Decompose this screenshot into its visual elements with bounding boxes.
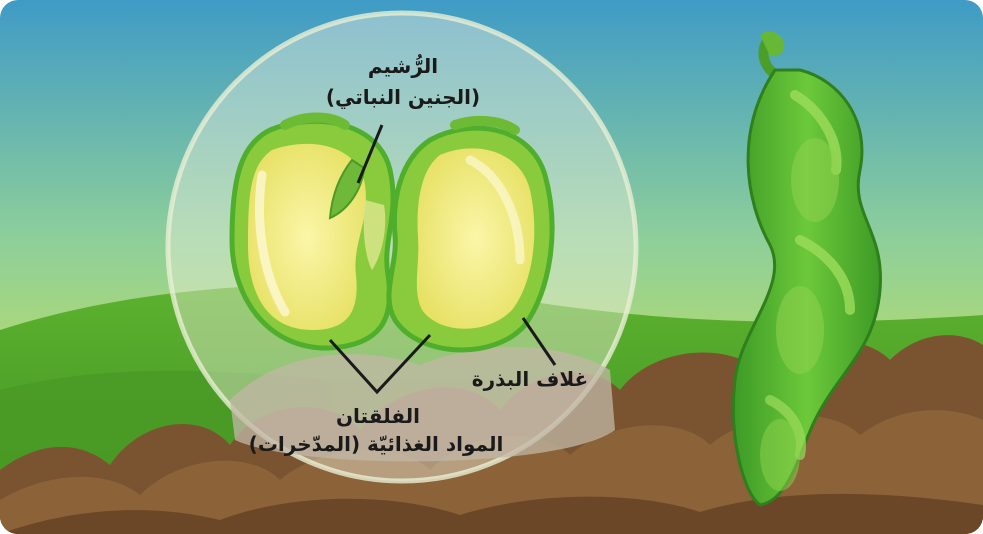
cotyledons-subtitle: المواد الغذائيّة (المدّخرات) bbox=[249, 432, 504, 456]
right-cotyledon bbox=[389, 121, 552, 350]
embryo-subtitle: (الجنين النباتي) bbox=[326, 85, 480, 110]
seed-coat-label: غلاف البذرة bbox=[472, 367, 588, 391]
cotyledons-title: الفلقتان bbox=[336, 404, 420, 428]
embryo-title: الرُّشيم bbox=[368, 53, 438, 78]
